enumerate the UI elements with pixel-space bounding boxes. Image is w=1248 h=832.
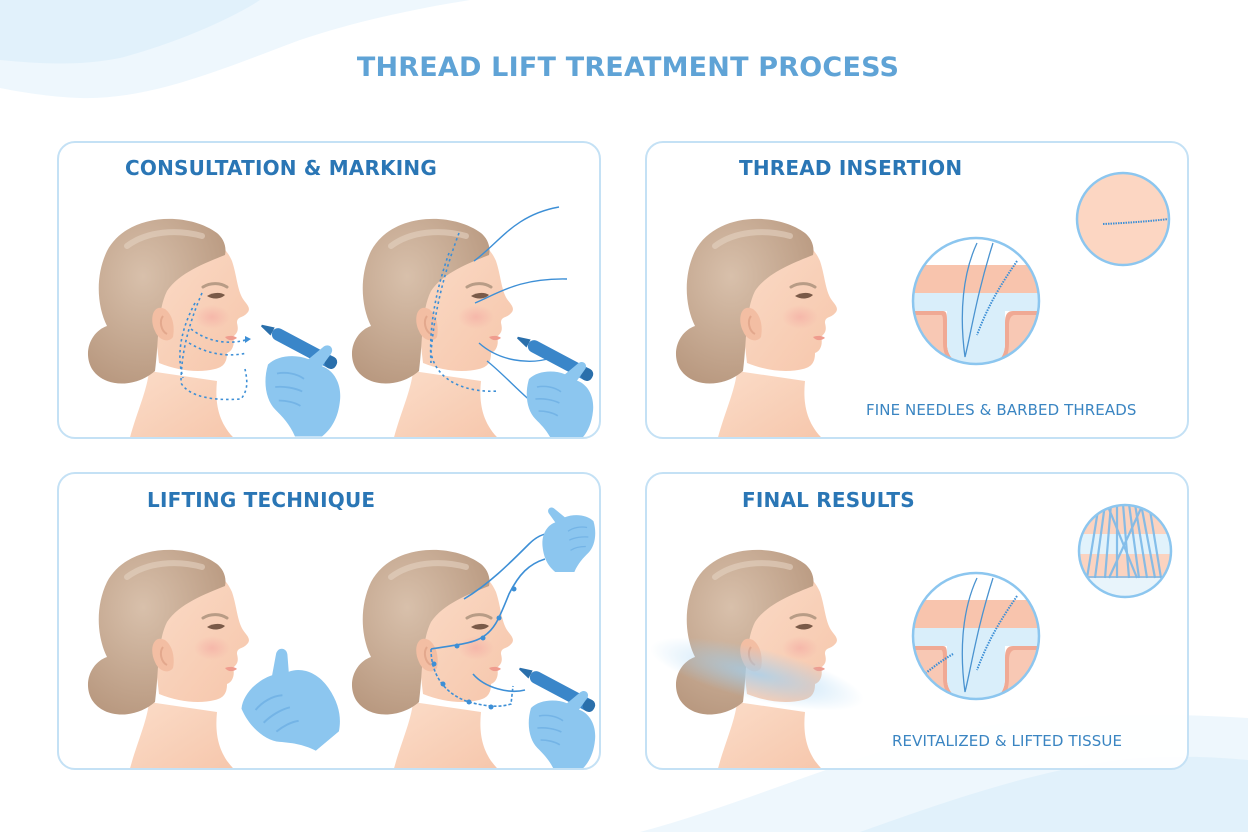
face-profile-icon (88, 219, 249, 439)
face-profile-icon (676, 219, 837, 439)
panel-thread-insertion: THREAD INSERTION FINE NEEDLES & BARBED T… (645, 141, 1189, 439)
panel-consultation-marking: CONSULTATION & MARKING (57, 141, 601, 439)
consultation-illustration (59, 206, 596, 439)
skin-cross-section-icon (913, 238, 1039, 364)
lift-glow-icon (650, 637, 864, 711)
collagen-fibers-icon (1079, 505, 1171, 597)
results-illustration (650, 503, 1173, 770)
skin-cross-section-icon (913, 573, 1039, 699)
panel-lifting-technique: LIFTING TECHNIQUE (57, 472, 601, 770)
main-title: THREAD LIFT TREATMENT PROCESS (356, 52, 900, 83)
panel-final-results: FINAL RESULTS REVITALIZED & LIFTED TISSU… (645, 472, 1189, 770)
panel-title: CONSULTATION & MARKING (125, 156, 437, 180)
glove-icon (541, 506, 596, 572)
panel-title: FINAL RESULTS (742, 488, 915, 512)
skin-surface-icon (1077, 173, 1169, 265)
face-profile-icon (352, 219, 513, 439)
panel-caption: REVITALIZED & LIFTED TISSUE (892, 732, 1123, 750)
face-profile-icon (88, 550, 249, 770)
panel-title: LIFTING TECHNIQUE (147, 488, 376, 512)
panel-caption: FINE NEEDLES & BARBED THREADS (866, 401, 1137, 419)
glove-icon (224, 639, 356, 768)
insertion-illustration (647, 171, 1171, 439)
panel-title: THREAD INSERTION (739, 156, 963, 180)
lifting-illustration (59, 506, 598, 770)
